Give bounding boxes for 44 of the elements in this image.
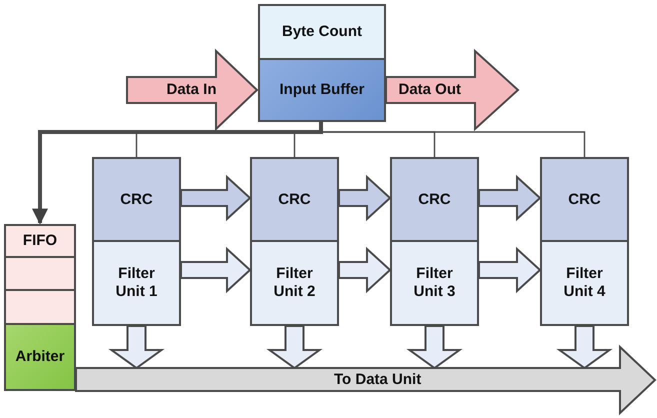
empty-slot xyxy=(4,256,76,291)
filter-unit-box xyxy=(540,240,629,326)
block-arrow xyxy=(108,325,165,370)
box-label: CRC xyxy=(418,190,451,208)
box-label: Filter Unit 4 xyxy=(562,265,606,301)
box-label: Filter Unit 2 xyxy=(272,265,316,301)
filter-unit-box xyxy=(92,240,181,326)
block-arrow xyxy=(338,246,392,294)
block-arrow xyxy=(75,346,656,414)
empty-slot xyxy=(4,289,76,325)
box-label: Arbiter xyxy=(15,348,65,366)
box-label: Filter Unit 1 xyxy=(114,265,158,301)
input-buffer-box xyxy=(258,58,386,122)
arrow-label: Data Out xyxy=(398,81,462,99)
arrow-label: To Data Unit xyxy=(334,370,422,388)
box-label: CRC xyxy=(120,190,153,208)
block-arrow xyxy=(266,325,323,370)
block-arrow xyxy=(406,325,463,370)
filter-unit-box xyxy=(250,240,339,326)
arbiter-box xyxy=(4,323,76,391)
box-label: CRC xyxy=(278,190,311,208)
filter-unit-box xyxy=(390,240,479,326)
box-label: Input Buffer xyxy=(280,81,364,99)
box-label: FIFO xyxy=(22,232,58,250)
block-arrow xyxy=(338,174,392,222)
box-label: Byte Count xyxy=(282,23,362,41)
block-arrow xyxy=(556,325,613,370)
block-arrow xyxy=(478,174,542,222)
connector-line xyxy=(320,122,586,157)
block-arrow xyxy=(478,246,542,294)
crc-box xyxy=(540,157,629,242)
block-arrow xyxy=(385,50,519,130)
arrow-label: Data In xyxy=(166,81,217,99)
fifo-slot xyxy=(4,224,76,258)
box-label: CRC xyxy=(568,190,601,208)
crc-box xyxy=(390,157,479,242)
crc-box xyxy=(92,157,181,242)
arrow xyxy=(32,122,323,225)
block-arrow xyxy=(126,50,258,130)
block-arrow xyxy=(180,174,252,222)
box-label: Filter Unit 3 xyxy=(412,265,456,301)
crc-box xyxy=(250,157,339,242)
byte-count-box xyxy=(258,4,386,60)
block-arrow xyxy=(180,246,252,294)
